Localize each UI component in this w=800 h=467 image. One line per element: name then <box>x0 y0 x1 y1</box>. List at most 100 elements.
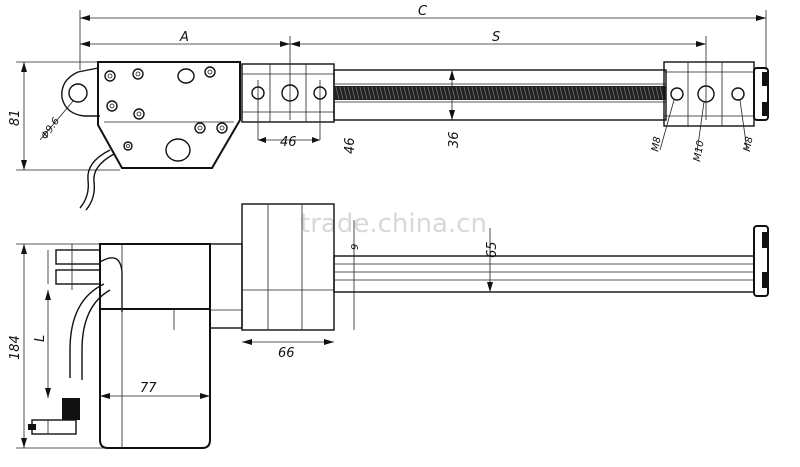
thread-m8-right-label: M8 <box>742 136 755 153</box>
outer-tube-top: 36 <box>333 69 667 148</box>
slot-hatch-line <box>519 86 524 100</box>
dimension-c-label: C <box>418 4 428 19</box>
dimension-c: C <box>79 4 767 70</box>
slot-hatch-line <box>395 86 400 100</box>
hole-diameter-label: Φ9.6 <box>39 116 62 142</box>
slot-hatch-line <box>511 86 516 100</box>
slot-hatch-line <box>611 86 616 100</box>
slot-hatch-line <box>407 86 412 100</box>
slot-hatch-line <box>343 86 348 100</box>
slot-hatch-line <box>335 86 340 100</box>
slot-hatch-line <box>415 86 420 100</box>
slot-hatch-line <box>543 86 548 100</box>
slot-hatch-line <box>379 86 384 100</box>
slot-hatch-line <box>575 86 580 100</box>
slot-hatch-line <box>463 86 468 100</box>
slot-hatch-line <box>551 86 556 100</box>
slot-hatch-line <box>535 86 540 100</box>
slot-hatch-line <box>587 86 592 100</box>
slot-hatch-line <box>339 86 344 100</box>
dimension-46-horizontal-label: 46 <box>280 135 297 150</box>
dimension-66-label: 66 <box>278 346 295 361</box>
slot-hatch-line <box>371 86 376 100</box>
thread-m8-left-label: M8 <box>650 136 663 153</box>
dimension-46-vertical-label: 46 <box>343 137 358 154</box>
slot-hatch-line <box>403 86 408 100</box>
slot-hatch-line <box>419 86 424 100</box>
gear-block-top: 46 46 <box>241 63 358 154</box>
slot-hatch-line <box>451 86 456 100</box>
motor-body-side: 77 <box>99 243 243 449</box>
slot-hatch-line <box>567 86 572 100</box>
slot-hatch-line <box>475 86 480 100</box>
slot-hatch-line <box>555 86 560 100</box>
slot-hatch-line <box>515 86 520 100</box>
dimension-l-label: L <box>33 335 48 342</box>
slot-hatch-line <box>359 86 364 100</box>
slot-hatch-line <box>643 86 648 100</box>
slot-hatch-line <box>499 86 504 100</box>
slot-hatch-line <box>483 86 488 100</box>
slot-hatch-line <box>639 86 644 100</box>
slot-hatch-line <box>659 86 664 100</box>
slot-hatch-line <box>423 86 428 100</box>
slot-hatch-line <box>579 86 584 100</box>
slot-hatch-line <box>531 86 536 100</box>
watermark-text: trade.china.cn <box>300 209 487 239</box>
slot-hatch-line <box>603 86 608 100</box>
slot-hatch-line <box>347 86 352 100</box>
dimension-65-label: 65 <box>485 241 500 258</box>
slot-hatch-line <box>495 86 500 100</box>
slot-hatch-line <box>547 86 552 100</box>
slot-hatch-line <box>635 86 640 100</box>
slot-hatch-line <box>411 86 416 100</box>
dimension-184-label: 184 <box>8 335 23 360</box>
rear-clevis: Φ9.6 <box>39 67 100 142</box>
slot-hatch-line <box>583 86 588 100</box>
slot-hatch-line <box>399 86 404 100</box>
slot-hatch-line <box>435 86 440 100</box>
dimension-s: S <box>290 30 707 120</box>
slot-hatch-line <box>455 86 460 100</box>
slot-hatch-line <box>559 86 564 100</box>
slot-hatch-line <box>351 86 356 100</box>
slot-hatch-line <box>375 86 380 100</box>
slot-hatch-line <box>431 86 436 100</box>
slot-hatch-line <box>631 86 636 100</box>
slot-hatch-line <box>607 86 612 100</box>
slot-hatch-line <box>355 86 360 100</box>
slot-hatch-line <box>507 86 512 100</box>
front-end-block-top: M8 M10 M8 <box>650 61 769 163</box>
slot-hatch-line <box>539 86 544 100</box>
slot-hatch-line <box>523 86 528 100</box>
slot-hatch-line <box>487 86 492 100</box>
motor-housing-top <box>79 61 241 211</box>
slot-hatch-line <box>651 86 656 100</box>
rear-clevis-side: L <box>28 244 123 435</box>
slot-hatch-line <box>595 86 600 100</box>
slot-hatch-line <box>647 86 652 100</box>
dimension-9-label: 9 <box>350 244 361 250</box>
thread-m10-label: M10 <box>692 140 707 163</box>
slot-hatch-line <box>491 86 496 100</box>
slot-hatch-line <box>563 86 568 100</box>
slot-hatch-line <box>427 86 432 100</box>
slot-hatch-line <box>363 86 368 100</box>
slot-hatch-line <box>619 86 624 100</box>
slot-hatch-line <box>443 86 448 100</box>
slot-hatch-line <box>439 86 444 100</box>
top-view: C A S 81 <box>8 4 769 211</box>
outer-tube-side: 65 <box>333 225 769 297</box>
slot-hatch-line <box>571 86 576 100</box>
slot-hatch-line <box>655 86 660 100</box>
slot-hatch-line <box>623 86 628 100</box>
slot-hatch-line <box>615 86 620 100</box>
slot-hatch-line <box>387 86 392 100</box>
slot-hatch-line <box>479 86 484 100</box>
housing-screws <box>104 66 228 151</box>
slot-hatch-line <box>627 86 632 100</box>
slot-hatch-line <box>447 86 452 100</box>
gear-housing-side: 66 9 <box>241 203 361 361</box>
slot-hatch-line <box>599 86 604 100</box>
